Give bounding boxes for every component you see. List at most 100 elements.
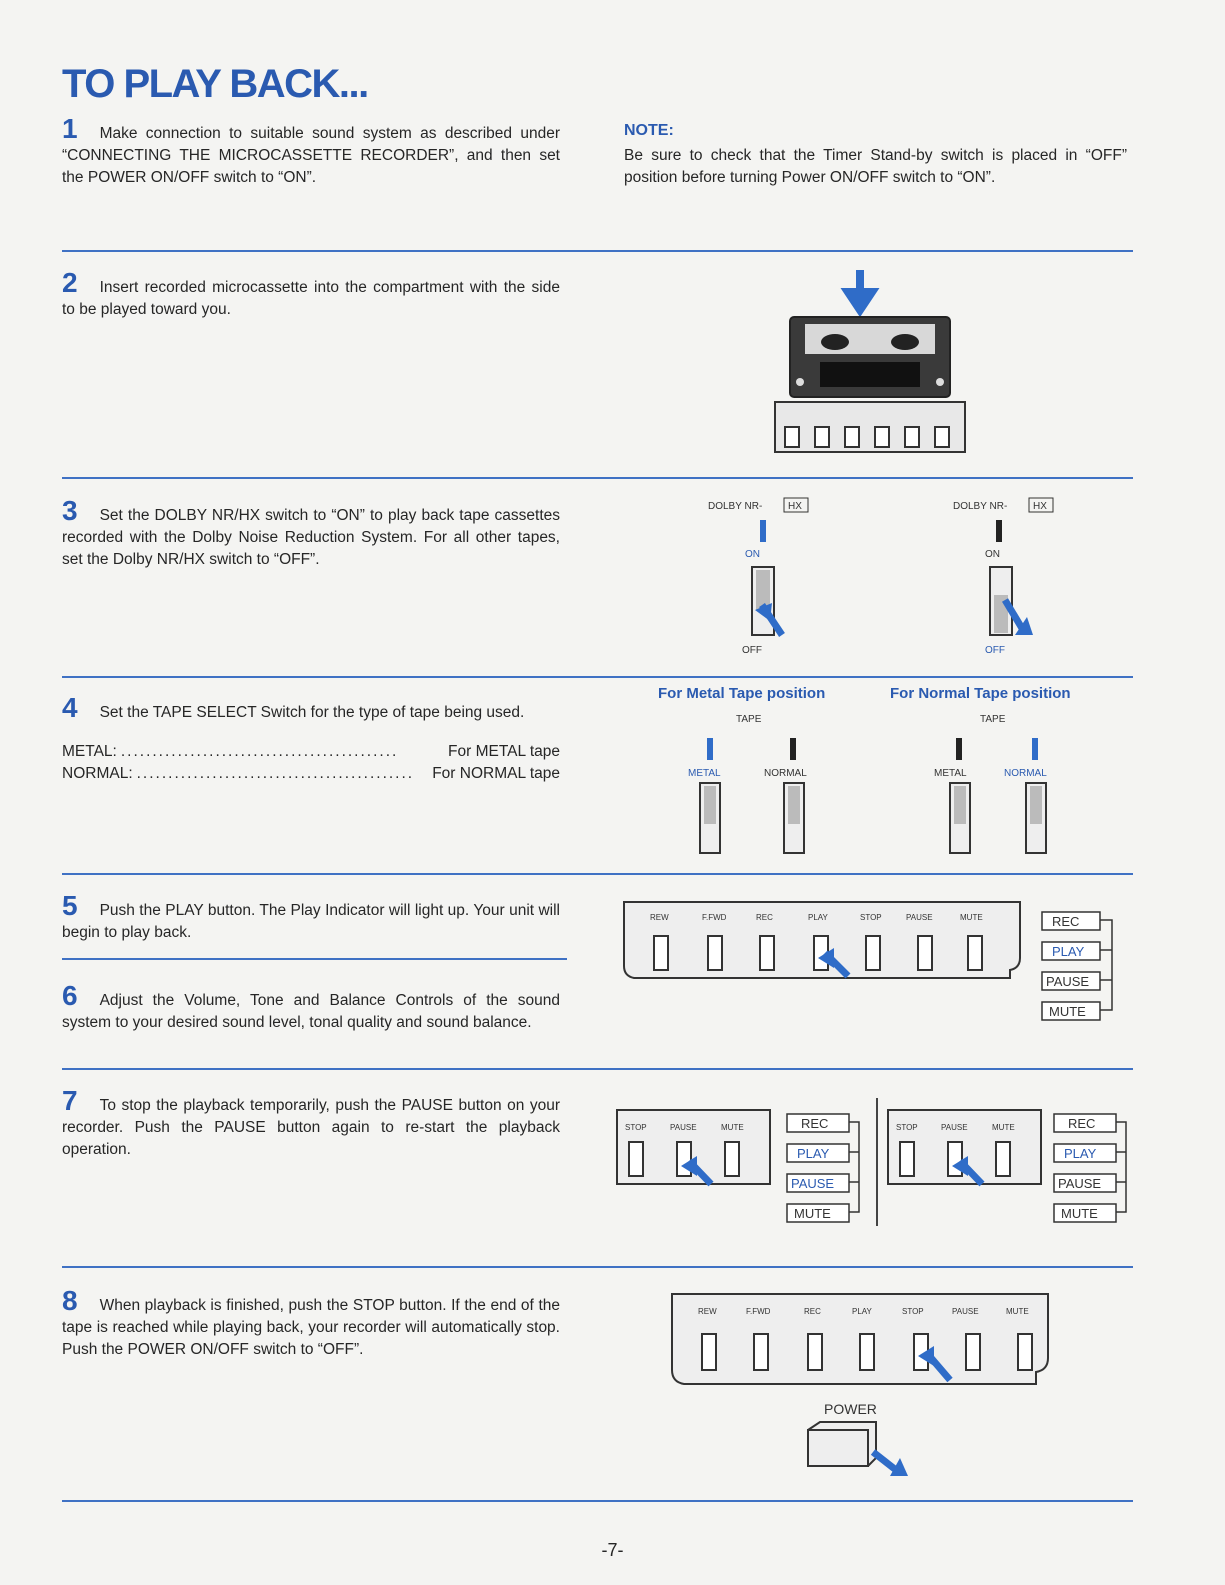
- dolby-switch-on-figure: DOLBY NR- HX ON OFF: [708, 497, 809, 656]
- note-text: Be sure to check that the Timer Stand-by…: [624, 147, 1127, 186]
- on-label: ON: [745, 549, 760, 560]
- metal-label: METAL: [688, 768, 721, 779]
- step-number: 5: [62, 890, 78, 921]
- down-arrow-icon: [840, 270, 880, 318]
- metal-label: METAL: [934, 768, 967, 779]
- play-label: PLAY: [808, 913, 829, 922]
- play-indicator: PLAY: [1064, 1146, 1097, 1161]
- divider: [62, 1068, 1133, 1070]
- mute-label: MUTE: [721, 1123, 744, 1132]
- rec-indicator: REC: [801, 1116, 828, 1131]
- power-label: POWER: [824, 1401, 877, 1417]
- arrow-icon: [952, 1156, 968, 1176]
- stop-label: STOP: [902, 1307, 924, 1316]
- step-text: Push the PLAY button. The Play Indicator…: [62, 902, 560, 941]
- metal-position-label: For Metal Tape position: [658, 685, 826, 702]
- tape-type-normal: NORMAL: ................................…: [62, 765, 560, 782]
- stop-label: STOP: [860, 913, 882, 922]
- arrow-icon: [818, 948, 834, 968]
- figure-separator: [876, 1098, 878, 1226]
- mute-indicator: MUTE: [794, 1206, 831, 1221]
- off-label: OFF: [742, 645, 762, 656]
- arrow-icon: [890, 1458, 908, 1476]
- tape-switch-metal-figure: TAPE METAL NORMAL: [688, 714, 807, 854]
- arrow-icon: [1015, 617, 1033, 635]
- dolby-hx-label: HX: [1033, 501, 1047, 512]
- step-number: 1: [62, 113, 78, 144]
- normal-position-label: For Normal Tape position: [890, 685, 1071, 702]
- divider: [62, 1500, 1133, 1502]
- step-text: When playback is finished, push the STOP…: [62, 1297, 560, 1358]
- play-label: PLAY: [852, 1307, 873, 1316]
- pause-label: PAUSE: [670, 1123, 697, 1132]
- pause-label: PAUSE: [941, 1123, 968, 1132]
- rec-indicator: REC: [1068, 1116, 1095, 1131]
- on-label: ON: [985, 549, 1000, 560]
- divider: [62, 676, 1133, 678]
- pause-button-figure: STOP PAUSE MUTE REC PLAY PAUSE MUTE: [616, 1109, 860, 1223]
- step-number: 7: [62, 1085, 78, 1116]
- step-text: Set the TAPE SELECT Switch for the type …: [99, 704, 525, 721]
- arrow-icon: [681, 1156, 697, 1176]
- divider: [62, 1266, 1133, 1268]
- arrow-icon: [755, 603, 772, 621]
- step-text: Insert recorded microcassette into the c…: [62, 279, 560, 318]
- pause-indicator: PAUSE: [1058, 1176, 1101, 1191]
- divider: [62, 477, 1133, 479]
- step-text: Adjust the Volume, Tone and Balance Cont…: [62, 992, 560, 1031]
- normal-label: NORMAL: [1004, 768, 1047, 779]
- ffwd-label: F.FWD: [746, 1307, 771, 1316]
- mute-label: MUTE: [1006, 1307, 1029, 1316]
- tape-switch-normal-figure: TAPE METAL NORMAL: [934, 714, 1047, 854]
- page-title: TO PLAY BACK...: [62, 62, 369, 106]
- page-number: -7-: [601, 1540, 624, 1560]
- note-heading: NOTE:: [624, 122, 674, 139]
- stop-label: STOP: [625, 1123, 647, 1132]
- rew-label: REW: [698, 1307, 717, 1316]
- rec-indicator: REC: [1052, 914, 1079, 929]
- step-text: To stop the playback temporarily, push t…: [62, 1097, 560, 1158]
- divider: [62, 873, 1133, 875]
- dolby-switch-off-figure: DOLBY NR- HX ON OFF: [953, 497, 1054, 656]
- mute-indicator: MUTE: [1061, 1206, 1098, 1221]
- play-indicator: PLAY: [797, 1146, 830, 1161]
- pause-label: PAUSE: [906, 913, 933, 922]
- off-label: OFF: [985, 645, 1005, 656]
- rec-label: REC: [804, 1307, 821, 1316]
- mute-label: MUTE: [992, 1123, 1015, 1132]
- tape-type-metal: METAL: .................................…: [62, 743, 560, 760]
- dolby-label: DOLBY NR-: [708, 501, 762, 512]
- rec-label: REC: [756, 913, 773, 922]
- stop-label: STOP: [896, 1123, 918, 1132]
- dolby-label: DOLBY NR-: [953, 501, 1007, 512]
- arrow-icon: [918, 1346, 934, 1366]
- normal-label: NORMAL: [764, 768, 807, 779]
- pause-indicator: PAUSE: [1046, 974, 1089, 989]
- mute-label: MUTE: [960, 913, 983, 922]
- mute-indicator: MUTE: [1049, 1004, 1086, 1019]
- divider: [62, 250, 1133, 252]
- step-number: 6: [62, 980, 78, 1011]
- pause-indicator: PAUSE: [791, 1176, 834, 1191]
- step-text: Set the DOLBY NR/HX switch to “ON” to pl…: [62, 507, 560, 568]
- divider: [62, 958, 567, 960]
- cassette-insert-figure: [774, 270, 966, 453]
- stop-power-figure: REW F.FWD REC PLAY STOP PAUSE MUTE POWER: [671, 1293, 1049, 1476]
- play-indicator: PLAY: [1052, 944, 1085, 959]
- play-button-panel-figure: REW F.FWD REC PLAY STOP PAUSE MUTE REC P…: [623, 901, 1113, 1021]
- step-number: 3: [62, 495, 78, 526]
- pause-release-figure: STOP PAUSE MUTE REC PLAY PAUSE MUTE: [887, 1109, 1127, 1223]
- dolby-hx-label: HX: [788, 501, 802, 512]
- tape-label: TAPE: [980, 714, 1006, 725]
- tape-label: TAPE: [736, 714, 762, 725]
- ffwd-label: F.FWD: [702, 913, 727, 922]
- tape-type-list: METAL: .................................…: [62, 741, 560, 785]
